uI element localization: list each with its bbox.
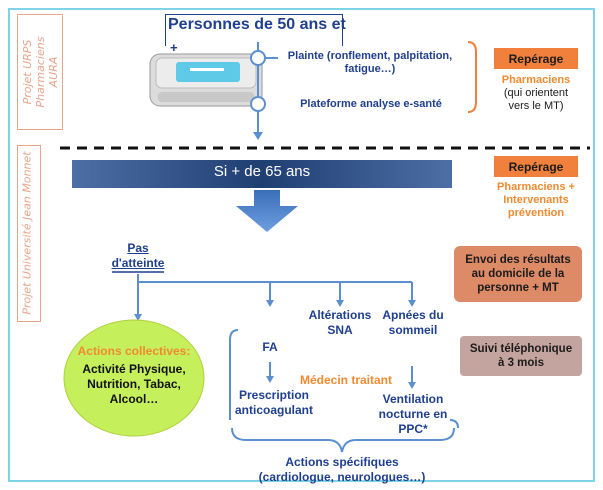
ventilation-label: Ventilation nocturne en PPC* [370, 392, 456, 437]
envoi-line-2: au domicile de la [471, 268, 565, 280]
ventilation-line-3: PPC* [398, 422, 428, 436]
reperage-bracket [467, 41, 477, 113]
reperage-2-label: Repérage [508, 159, 564, 174]
pharmaciens-1-line-1: Pharmaciens [501, 74, 571, 86]
actions-item-2: Nutrition, Tabac, [87, 377, 181, 391]
jean-monnet-label-box [17, 145, 41, 322]
envoi-resultats-box: Envoi des résultats au domicile de la pe… [454, 246, 582, 302]
plainte-line-1: Plainte (ronflement, palpitation, [287, 50, 453, 62]
fa-label: FA [262, 340, 278, 354]
pharmaciens-1-line-2: (qui orientent [503, 87, 569, 99]
timeline-node-2 [250, 96, 266, 112]
specifiques-line-2: (cardiologue, neurologues…) [258, 470, 426, 484]
pharmaciens-2-line-3: prévention [507, 207, 565, 219]
reperage-box-1: Repérage [494, 48, 578, 69]
reperage-1-label: Repérage [508, 51, 564, 66]
big-down-arrow [236, 190, 298, 232]
timeline-arrowhead [253, 132, 263, 140]
suivi-line-2: à 3 mois [497, 357, 545, 369]
pas-atteinte-label: Pas d'atteinte [104, 241, 172, 271]
header-title: Personnes de 50 ans et [168, 16, 346, 33]
actions-item-3: Alcool… [109, 392, 159, 406]
urps-label-box [17, 14, 63, 130]
prescription-line-2: anticoagulant [234, 403, 313, 417]
pharmaciens-1-label: Pharmaciens (qui orientent vers le MT) [488, 74, 584, 113]
apnees-down-arrow [408, 382, 416, 389]
alterations-sna-label: Altérations SNA [298, 308, 382, 338]
actions-collectives-title: Actions collectives: [77, 344, 191, 358]
actions-specifiques-label: Actions spécifiques (cardiologue, neurol… [236, 455, 448, 485]
plainte-line-2: fatigue…) [344, 63, 396, 75]
envoi-line-3: personne + MT [477, 282, 559, 294]
age-banner [72, 160, 452, 188]
pharmaciens-2-label: Pharmaciens + Intervenants prévention [480, 181, 592, 220]
suivi-line-1: Suivi téléphonique [469, 343, 573, 355]
prescription-label: Prescription anticoagulant [226, 388, 322, 418]
envoi-line-1: Envoi des résultats [465, 254, 571, 266]
actions-collectives-ellipse [63, 319, 205, 437]
branch-arrow-fa [266, 300, 274, 307]
branch-arrow-sna [336, 300, 344, 307]
header-box [165, 14, 343, 46]
medecin-traitant-label: Médecin traitant [299, 373, 392, 387]
bottom-curly-brace [231, 427, 455, 453]
apnees-label: Apnées du sommeil [374, 308, 452, 338]
header-plus: + [170, 40, 178, 55]
plainte-label: Plainte (ronflement, palpitation, fatigu… [280, 50, 460, 76]
pas-atteinte-line-2: d'atteinte [111, 256, 165, 270]
ventilation-line-2: nocturne en [378, 407, 448, 421]
device-image [149, 53, 263, 107]
specifiques-line-1: Actions spécifiques [285, 455, 399, 469]
apnees-line-1: Apnées du [382, 308, 444, 322]
branch-arrow-apnees [408, 300, 416, 307]
specific-left-bracket [229, 329, 239, 420]
specific-right-bracket [449, 419, 459, 429]
suivi-telephonique-box: Suivi téléphonique à 3 mois [460, 336, 582, 376]
fa-down-arrow [266, 376, 274, 383]
pharmaciens-2-line-2: Intervenants [503, 194, 569, 206]
branch-arrow-actions [134, 314, 142, 321]
timeline-node-1 [250, 50, 266, 66]
actions-collectives-items: Activité Physique, Nutrition, Tabac, Alc… [66, 362, 202, 407]
apnees-line-2: sommeil [388, 323, 438, 337]
plateforme-label: Plateforme analyse e-santé [300, 98, 442, 110]
ventilation-line-1: Ventilation [382, 392, 444, 406]
pharmaciens-2-line-1: Pharmaciens + [497, 181, 575, 193]
actions-item-1: Activité Physique, [82, 362, 186, 376]
diagram-frame [8, 8, 595, 482]
reperage-box-2: Repérage [494, 156, 578, 177]
alterations-line-1: Altérations [308, 308, 372, 322]
age-banner-label: Si + de 65 ans [213, 163, 311, 180]
alterations-line-2: SNA [327, 323, 353, 337]
pas-atteinte-line-1: Pas [127, 241, 149, 255]
prescription-line-1: Prescription [238, 388, 310, 402]
pharmaciens-1-line-3: vers le MT) [508, 100, 564, 112]
